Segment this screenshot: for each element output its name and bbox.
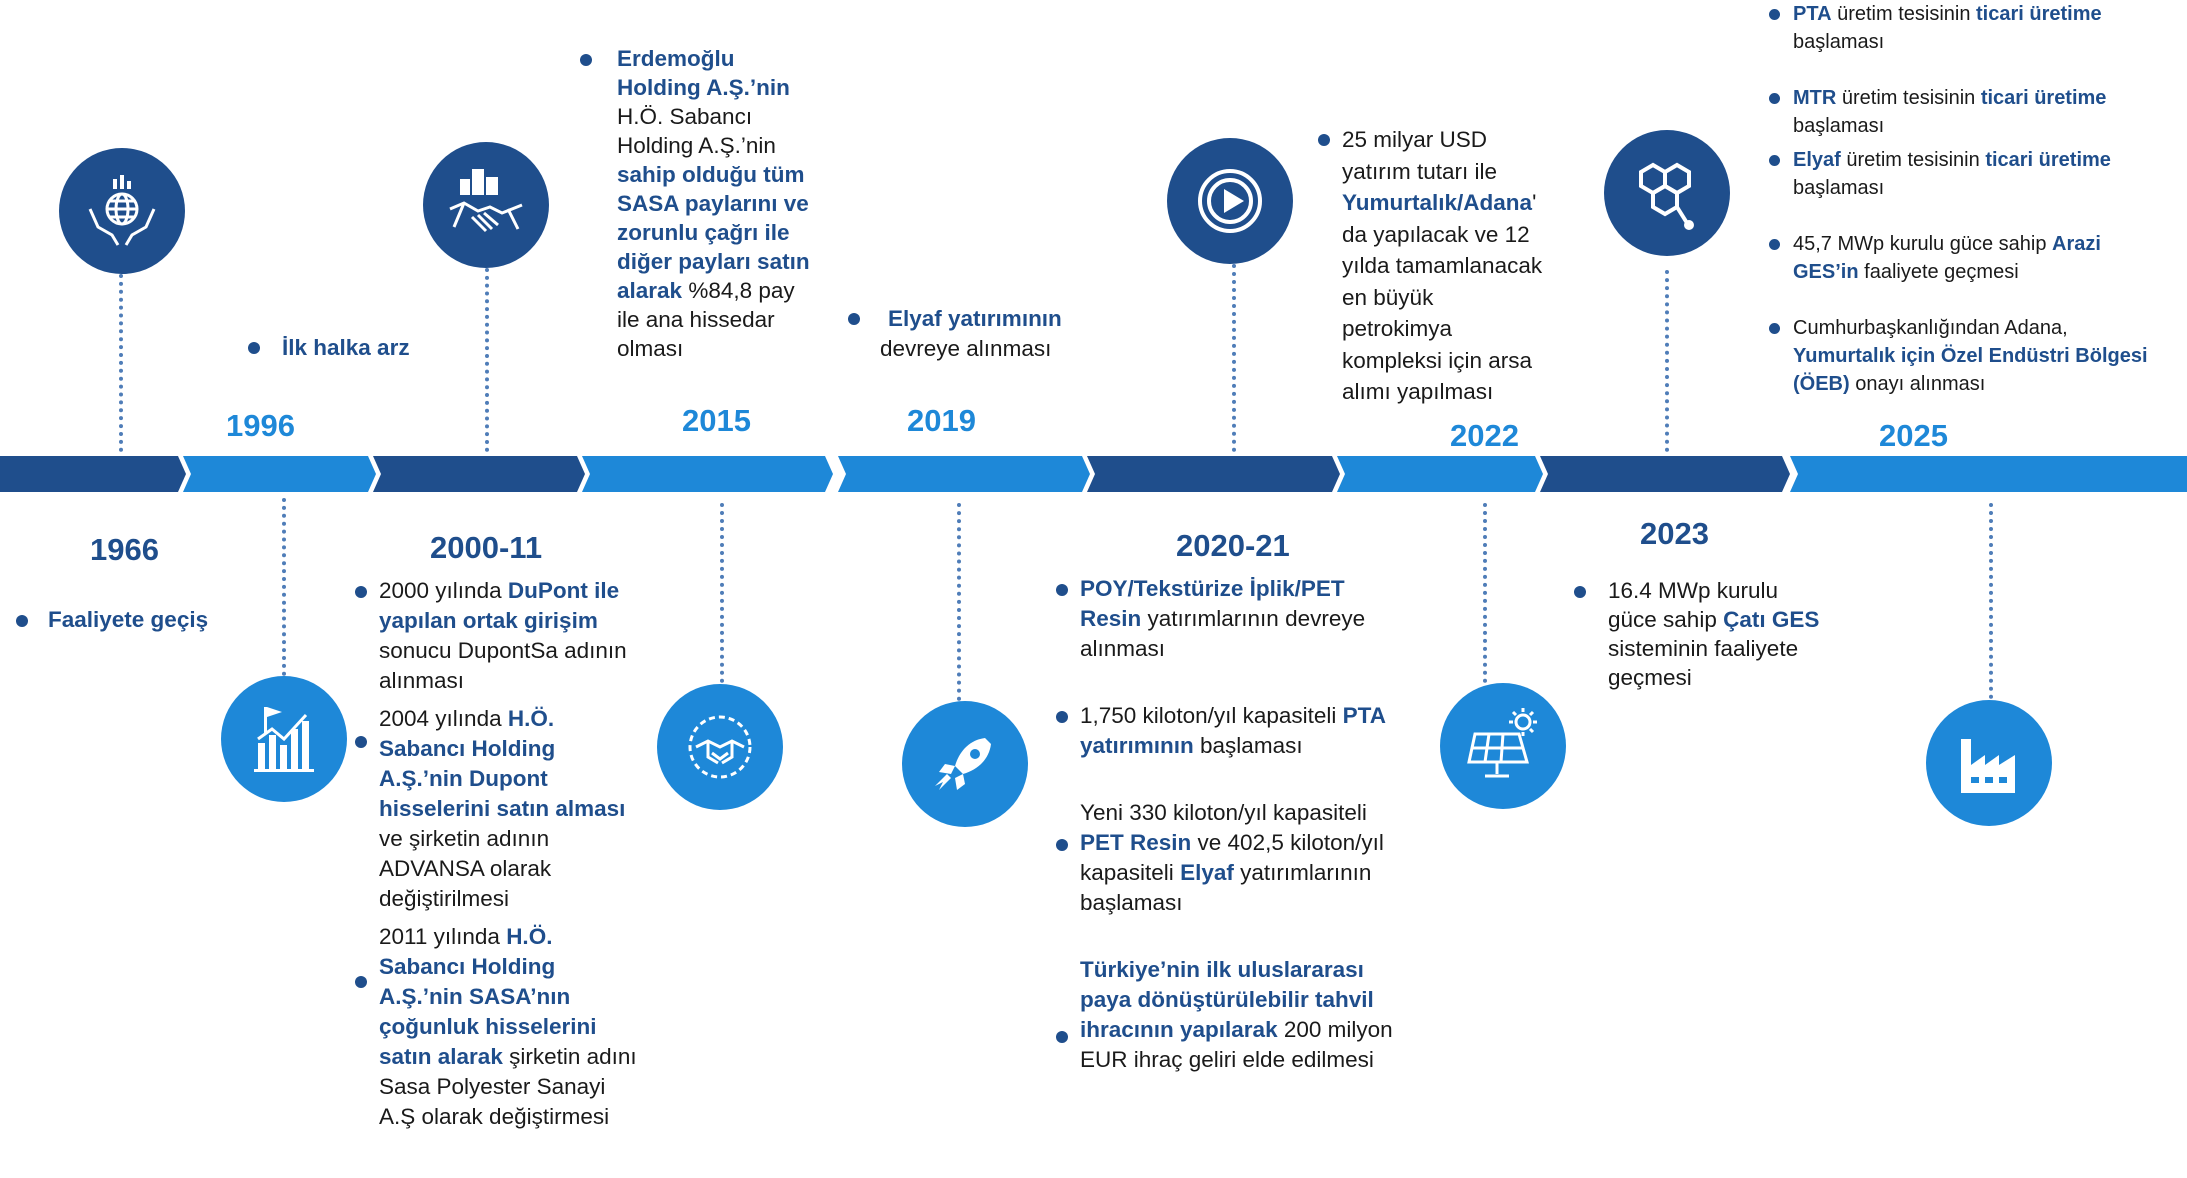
year-label-2019: 2019 bbox=[907, 403, 976, 438]
year-label-1996: 1996 bbox=[226, 408, 295, 443]
bullet bbox=[1769, 155, 1780, 166]
connector-1966 bbox=[119, 274, 123, 452]
year-label-2025: 2025 bbox=[1879, 418, 1948, 453]
year-label-2023: 2023 bbox=[1640, 516, 1709, 551]
event-2020-21: POY/Tekstürize İplik/PET Resin yatırımla… bbox=[1056, 574, 1436, 1075]
event-1966: Faaliyete geçiş bbox=[16, 605, 208, 635]
connector-2020 bbox=[1232, 264, 1236, 452]
bullet bbox=[248, 342, 260, 354]
bullet bbox=[580, 54, 592, 66]
year-label-2020: 2020-21 bbox=[1176, 528, 1290, 563]
handshake-icon bbox=[657, 684, 783, 810]
bullet bbox=[1056, 839, 1068, 851]
event-2000-11: 2000 yılında DuPont ile yapılan ortak gi… bbox=[355, 576, 685, 1132]
play-icon bbox=[1167, 138, 1293, 264]
year-label-2000: 2000-11 bbox=[430, 530, 543, 565]
segment-2015 bbox=[582, 456, 833, 492]
event-1996: İlk halka arz bbox=[248, 333, 410, 363]
bullet bbox=[1318, 134, 1330, 146]
bullet bbox=[355, 736, 367, 748]
bullet bbox=[1769, 93, 1780, 104]
connector-2022 bbox=[1483, 503, 1487, 683]
segment-1996 bbox=[183, 456, 376, 492]
event-2022: 25 milyar USD yatırım tutarı ile Yumurta… bbox=[1318, 124, 1578, 408]
bullet bbox=[1769, 323, 1780, 334]
segment-2020 bbox=[1087, 456, 1340, 492]
connector-2019 bbox=[957, 503, 961, 701]
bullet bbox=[1574, 586, 1586, 598]
bullet bbox=[1056, 711, 1068, 723]
bullet bbox=[848, 313, 860, 325]
bullet bbox=[355, 586, 367, 598]
event-2019: Elyaf yatırımının devreye alınması bbox=[848, 304, 1108, 364]
segment-1966 bbox=[0, 456, 186, 492]
connector-2000 bbox=[485, 268, 489, 452]
connector-2025 bbox=[1989, 503, 1993, 699]
timeline-bar bbox=[0, 456, 2187, 492]
bullet bbox=[1056, 584, 1068, 596]
year-label-2022: 2022 bbox=[1450, 418, 1519, 453]
event-2023: 16.4 MWp kurulu güce sahip Çatı GES sist… bbox=[1574, 576, 1854, 692]
segment-2022 bbox=[1337, 456, 1543, 492]
segment-2019 bbox=[838, 456, 1090, 492]
solar-panel-icon bbox=[1440, 683, 1566, 809]
bullet bbox=[355, 976, 367, 988]
connector-1996 bbox=[282, 498, 286, 676]
segment-2025 bbox=[1790, 456, 2187, 492]
year-label-1966: 1966 bbox=[90, 532, 159, 567]
connector-2015 bbox=[720, 503, 724, 683]
event-2015: Erdemoğlu Holding A.Ş.’nin H.Ö. Sabancı … bbox=[580, 44, 840, 363]
handshake-city-icon bbox=[423, 142, 549, 268]
bullet bbox=[1769, 9, 1780, 20]
bullet bbox=[1769, 239, 1780, 250]
year-label-2015: 2015 bbox=[682, 403, 751, 438]
connector-2023 bbox=[1665, 270, 1669, 452]
segment-2023 bbox=[1540, 456, 1790, 492]
bar-chart-flag-icon bbox=[221, 676, 347, 802]
factory-icon bbox=[1926, 700, 2052, 826]
segment-2000 bbox=[373, 456, 585, 492]
hexagon-molecule-icon bbox=[1604, 130, 1730, 256]
bullet bbox=[16, 615, 28, 627]
globe-hands-icon bbox=[59, 148, 185, 274]
bullet bbox=[1056, 1031, 1068, 1043]
event-2025: PTA üretim tesisinin ticari üretime başl… bbox=[1769, 0, 2187, 398]
rocket-icon bbox=[902, 701, 1028, 827]
